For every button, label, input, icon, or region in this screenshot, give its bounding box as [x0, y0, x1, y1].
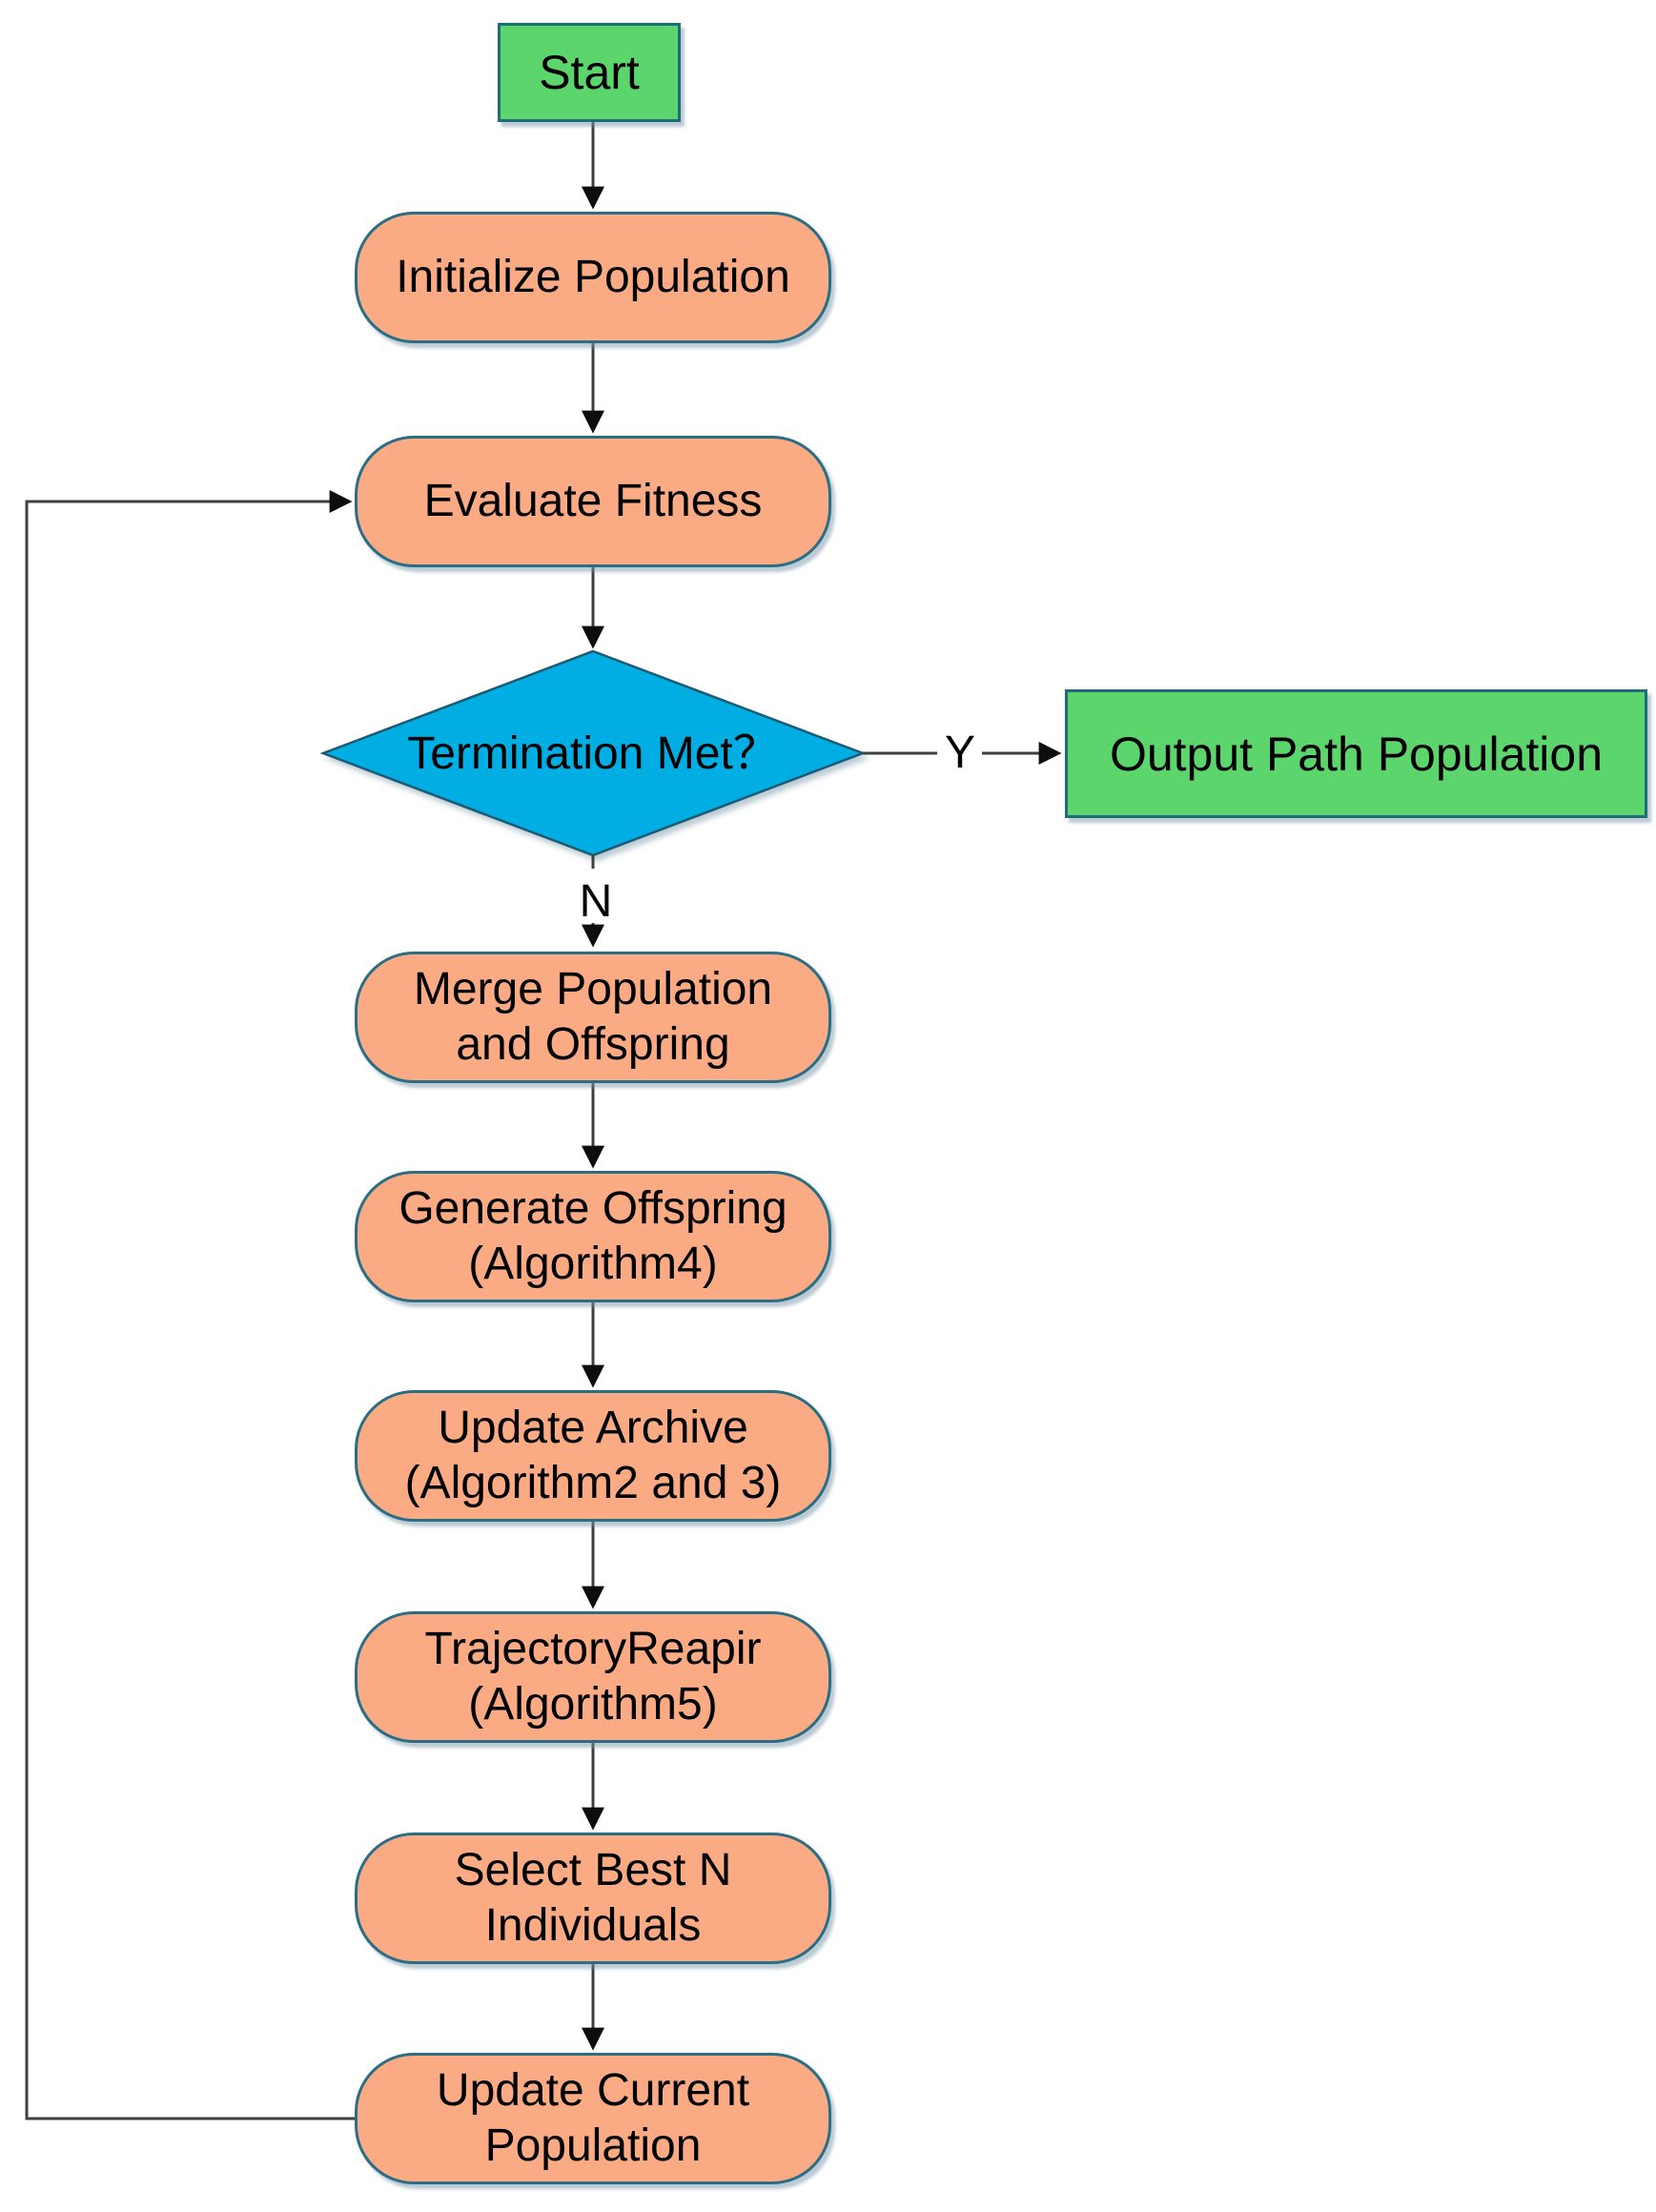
node-generate-line-1: Generate Offspring: [399, 1183, 787, 1234]
node-initialize-population: Initialize Population: [355, 212, 831, 343]
node-start: Start: [498, 23, 681, 122]
node-update-current-line-2: Population: [484, 2120, 702, 2171]
node-initialize-population-label: Initialize Population: [396, 252, 790, 302]
node-trajectory-line-2: (Algorithm5): [468, 1679, 718, 1730]
node-merge-line-2: and Offspring: [456, 1019, 730, 1070]
node-evaluate-fitness-label: Evaluate Fitness: [423, 476, 763, 526]
node-trajectory-repair: TrajectoryReapir (Algorithm5): [355, 1611, 831, 1743]
node-update-current-population: Update Current Population: [355, 2053, 831, 2184]
edge-label-no: N: [579, 876, 613, 927]
node-update-archive: Update Archive (Algorithm2 and 3): [355, 1390, 831, 1522]
node-select-line-2: Individuals: [484, 1900, 702, 1951]
node-termination-met-label: Termination Met？: [407, 728, 779, 779]
node-archive-line-2: (Algorithm2 and 3): [404, 1458, 782, 1508]
edge-label-yes: Y: [944, 727, 975, 778]
node-update-current-line-1: Update Current: [436, 2065, 750, 2116]
node-output-path-population-label: Output Path Population: [1109, 727, 1604, 781]
node-start-label: Start: [539, 46, 640, 99]
node-trajectory-line-1: TrajectoryReapir: [424, 1624, 762, 1674]
node-generate-offspring: Generate Offspring (Algorithm4): [355, 1171, 831, 1302]
edge-loopback-to-evaluate: [25, 490, 355, 2120]
node-generate-line-2: (Algorithm4): [468, 1239, 718, 1289]
node-select-best-n: Select Best N Individuals: [355, 1833, 831, 1964]
node-archive-line-1: Update Archive: [438, 1403, 748, 1453]
node-merge-population-offspring: Merge Population and Offspring: [355, 952, 831, 1083]
node-evaluate-fitness: Evaluate Fitness: [355, 436, 831, 567]
node-output-path-population: Output Path Population: [1065, 689, 1647, 818]
node-merge-line-1: Merge Population: [413, 964, 773, 1014]
node-select-line-1: Select Best N: [454, 1845, 732, 1895]
